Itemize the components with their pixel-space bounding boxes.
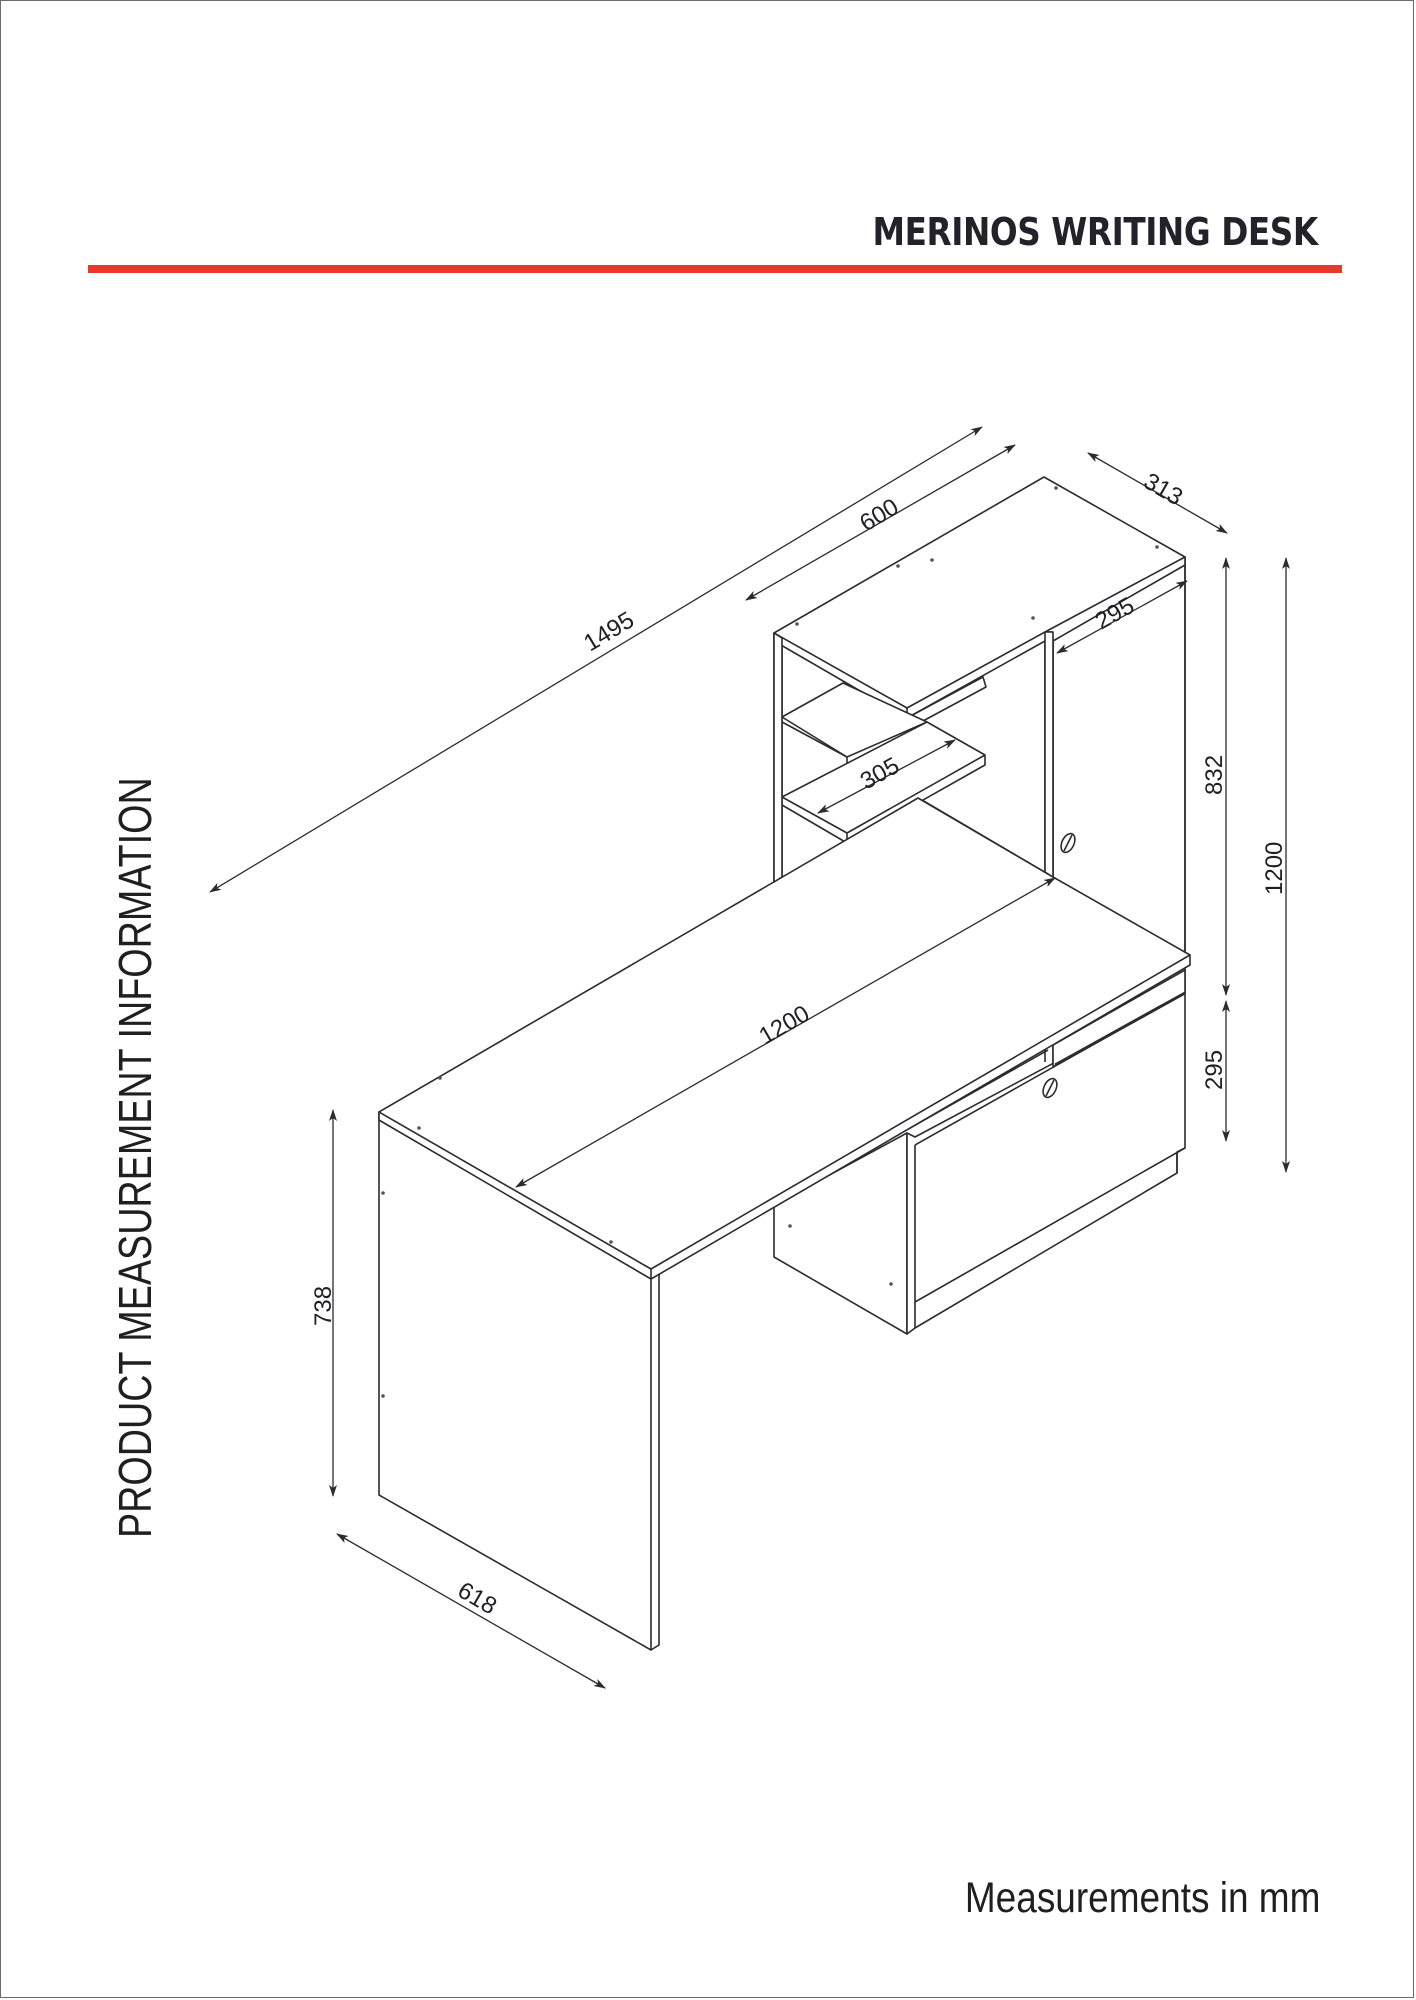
page-title: MERINOS WRITING DESK bbox=[872, 210, 1319, 254]
dim-295-lower-label: 295 bbox=[1201, 1050, 1228, 1090]
dim-600-label: 600 bbox=[855, 493, 903, 537]
dim-618-arrow bbox=[336, 1533, 606, 1689]
dim-313-arrow bbox=[1087, 452, 1228, 534]
dim-600-arrow bbox=[745, 444, 1016, 601]
dim-738-label: 738 bbox=[310, 1286, 337, 1326]
dim-1200-height-label: 1200 bbox=[1261, 842, 1288, 895]
title-underline bbox=[88, 265, 1342, 273]
measurement-unit-note: Measurements in mm bbox=[964, 1874, 1320, 1922]
dim-1495-label: 1495 bbox=[579, 607, 639, 658]
dim-1200-length-arrow bbox=[515, 877, 1056, 1188]
dim-618-label: 618 bbox=[453, 1577, 501, 1620]
cable-hole-icon bbox=[1060, 832, 1076, 854]
dim-313-label: 313 bbox=[1139, 468, 1187, 511]
dim-832-label: 832 bbox=[1201, 755, 1228, 795]
dim-295-upper-arrow bbox=[1056, 580, 1188, 654]
dim-305-arrow bbox=[817, 739, 956, 814]
